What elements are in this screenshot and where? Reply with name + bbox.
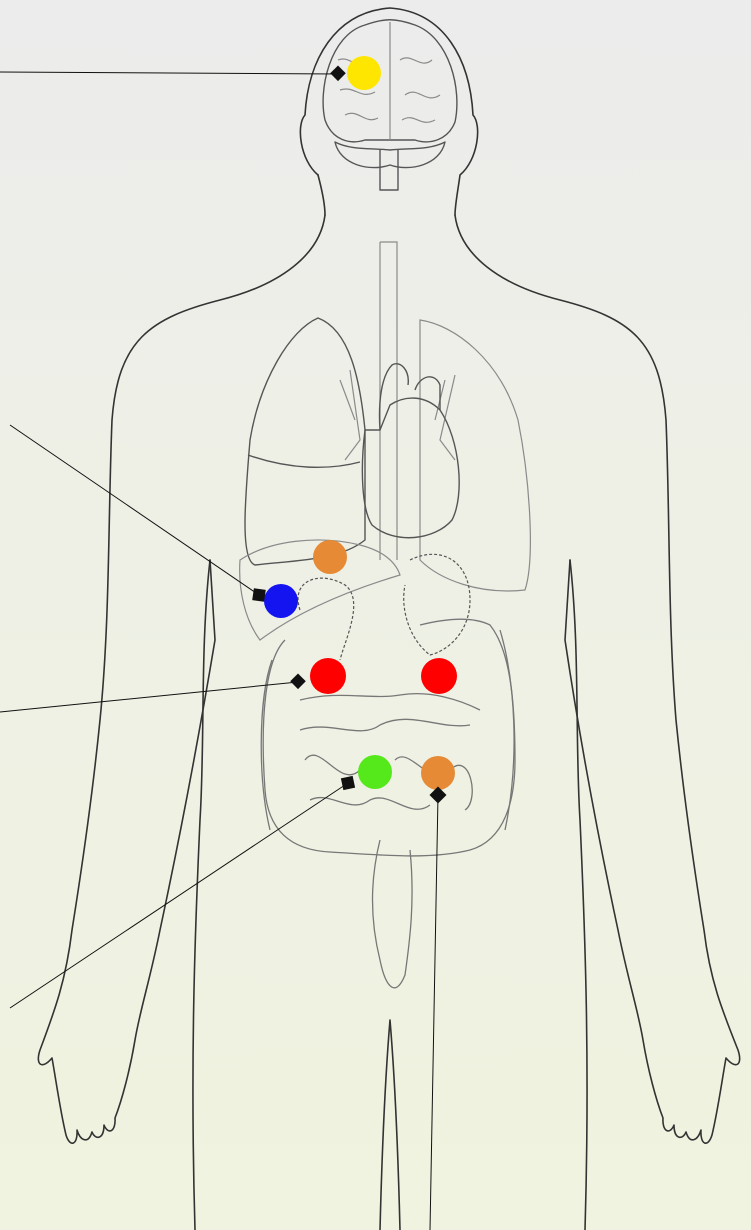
right-kidney-marker — [310, 658, 346, 694]
gallbladder-marker — [264, 584, 298, 618]
kidney-leader-line — [0, 682, 298, 712]
esophagus — [380, 242, 397, 560]
colon-marker — [421, 756, 455, 790]
gallbladder-square-marker — [252, 588, 266, 602]
brain — [323, 20, 457, 190]
body-outline — [38, 8, 739, 1230]
kidney-diamond-marker — [290, 674, 306, 690]
liver-marker — [313, 540, 347, 574]
crotch-outline — [380, 1020, 400, 1230]
brain-marker — [347, 56, 381, 90]
brain-leader-line — [0, 72, 338, 74]
intestines — [261, 619, 515, 988]
left-inner-arm — [193, 560, 210, 1230]
small-intestine-leader-line — [10, 783, 348, 1008]
colon-diamond-marker — [430, 787, 447, 804]
colon-leader-line — [430, 795, 438, 1230]
heart — [362, 364, 459, 538]
gallbladder-leader-line — [10, 425, 259, 595]
brain-diamond-marker — [330, 66, 346, 82]
lungs — [245, 318, 530, 591]
leader-end-markers — [252, 66, 446, 804]
left-kidney-marker — [421, 658, 457, 694]
small-intestine-square-marker — [341, 776, 355, 790]
leader-lines — [0, 72, 438, 1230]
right-torso-outline — [455, 215, 740, 1143]
neck-left — [318, 175, 325, 215]
right-inner-arm — [570, 560, 587, 1230]
small-intestine-marker — [358, 755, 392, 789]
head-outline — [300, 8, 477, 215]
